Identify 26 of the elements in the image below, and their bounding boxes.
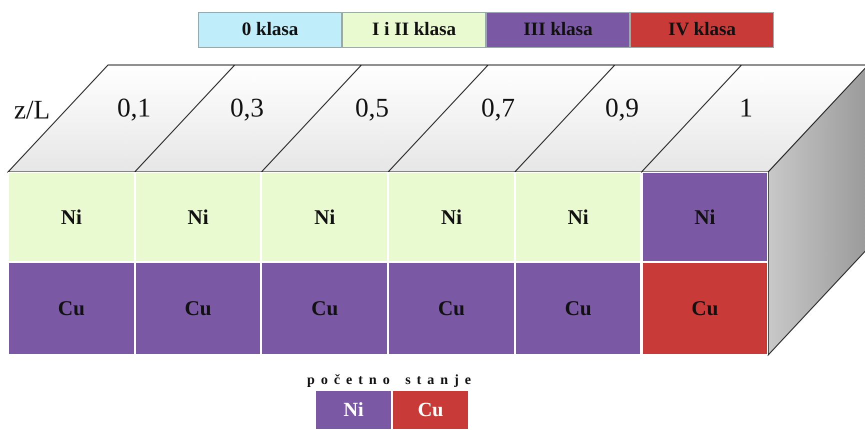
table-cell: Cu [642, 262, 768, 355]
table-cell: Ni [388, 172, 515, 262]
legend-entry: IV klasa [630, 12, 774, 48]
legend-entry: III klasa [486, 12, 630, 48]
caption-text: početno stanje [307, 373, 477, 389]
table-cell: Ni [514, 172, 642, 262]
legend-entry: 0 klasa [198, 12, 342, 48]
column-value: 0,1 [117, 92, 151, 124]
table-cell: Ni [642, 172, 768, 262]
column-value: 0,5 [355, 92, 389, 124]
table-cell: Ni [261, 172, 388, 262]
table-cell: Cu [388, 262, 515, 355]
column-value: 0,9 [605, 92, 639, 124]
table-cell: Cu [134, 262, 262, 355]
table-cell: Cu [392, 390, 469, 430]
table-cell: Cu [261, 262, 388, 355]
table-cell: Ni [8, 172, 135, 262]
table-cell: Ni [134, 172, 262, 262]
legend-entry: I i II klasa [342, 12, 486, 48]
table-cell: Cu [514, 262, 642, 355]
column-value: 0,7 [481, 92, 515, 124]
axis-label: z/L [14, 94, 50, 126]
column-value: 0,3 [230, 92, 264, 124]
column-value: 1 [739, 92, 753, 124]
table-cell: Cu [8, 262, 135, 355]
table-cell: Ni [315, 390, 392, 430]
